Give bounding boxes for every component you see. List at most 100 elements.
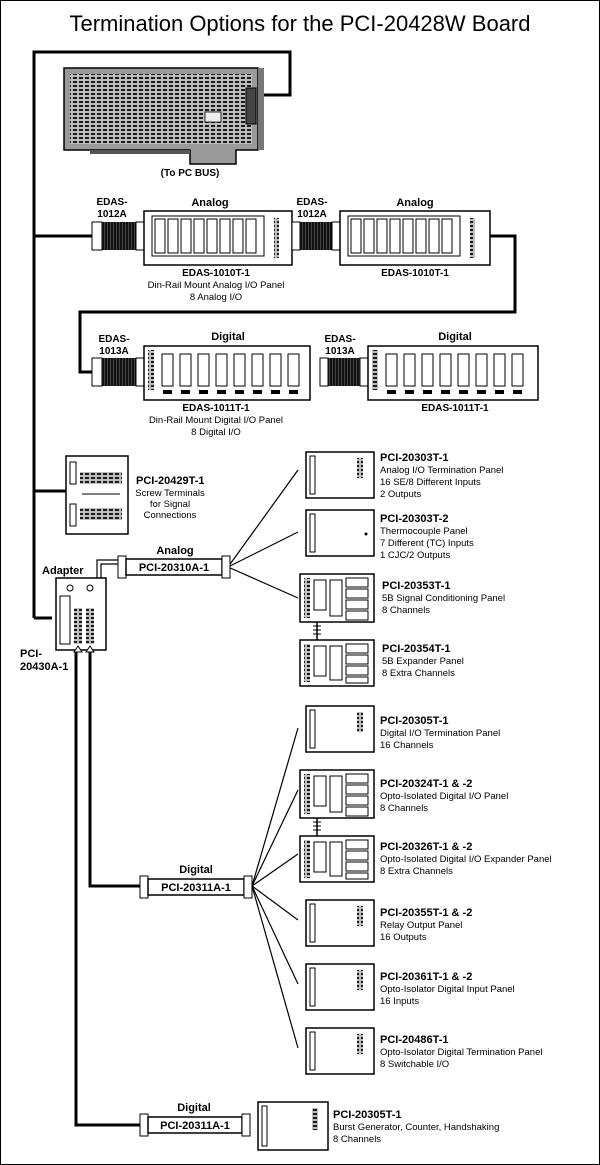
digital-panel-3-line-1: 16 Outputs xyxy=(380,932,427,943)
pci-20324t-panel xyxy=(299,769,375,819)
digital-panel-desc-1: Din-Rail Mount Digital I/O Panel xyxy=(149,415,283,426)
bottom-panel-line-1: 8 Channels xyxy=(333,1134,381,1145)
digital-panel-3-name: PCI-20355T-1 & -2 xyxy=(380,907,472,919)
bottom-panel-name: PCI-20305T-1 xyxy=(333,1109,401,1121)
pci-20353t-1-panel xyxy=(299,573,375,623)
analog-panel-2-line-0: 5B Signal Conditioning Panel xyxy=(382,593,505,604)
screw-terminal-name: PCI-20429T-1 xyxy=(136,475,204,487)
edas-1012a-label-2: 1012A xyxy=(97,209,126,220)
digital-panel-4-line-0: Opto-Isolator Digital Input Panel xyxy=(380,984,515,995)
digital-panel-1-line-0: Opto-Isolated Digital I/O Panel xyxy=(380,791,508,802)
main-wiring xyxy=(32,50,517,1127)
edas-1012a-adapter xyxy=(91,221,145,251)
pci-20430a-adapter xyxy=(55,577,107,653)
edas-1012a-2-label-1: EDAS- xyxy=(296,197,327,208)
edas-1011t-panel xyxy=(143,345,311,401)
digital-panel-2-name: PCI-20326T-1 & -2 xyxy=(380,841,472,853)
digital-panel-3-line-0: Relay Output Panel xyxy=(380,920,462,931)
digital-cable-1-header: Digital xyxy=(179,864,213,876)
digital-panel-header: Digital xyxy=(211,331,245,343)
digital-panel-2-header: Digital xyxy=(438,331,472,343)
analog-panel-2-line-1: 8 Channels xyxy=(382,605,430,616)
pci-20303t-2-panel xyxy=(305,509,375,557)
digital-fanout xyxy=(251,727,299,1049)
edas-1013a-2-label-2: 1013A xyxy=(325,346,354,357)
digital-din-row: EDAS- 1013A Digital EDAS-1011T-1 xyxy=(91,331,539,438)
pci-20305t-1-panel xyxy=(305,705,375,753)
adapter-name-1: PCI- xyxy=(20,648,42,660)
screw-terminal-desc-2: for Signal xyxy=(150,499,190,510)
digital-panel-5-line-0: Opto-Isolator Digital Termination Panel xyxy=(380,1047,542,1058)
pc-bus-label: (To PC BUS) xyxy=(161,168,220,179)
digital-panel-4-line-1: 16 Inputs xyxy=(380,996,419,1007)
pci-20361t-panel xyxy=(305,963,375,1011)
analog-panel-2-name: PCI-20353T-1 xyxy=(382,580,450,592)
pci-20326t-panel xyxy=(299,835,375,883)
analog-panel-0-line-1: 16 SE/8 Different Inputs xyxy=(380,477,481,488)
edas-1013a-adapter-2 xyxy=(319,357,369,387)
analog-cable-name: PCI-20310A-1 xyxy=(139,562,209,574)
edas-1010t-panel-2 xyxy=(339,210,491,266)
pci-20311a-cable-1 xyxy=(139,875,253,899)
pci-20486t-panel xyxy=(305,1027,375,1075)
pci-20305t-1-bottom-panel xyxy=(257,1101,329,1151)
digital-panel-0-line-0: Digital I/O Termination Panel xyxy=(380,728,500,739)
analog-panel-0-line-2: 2 Outputs xyxy=(380,489,421,500)
edas-1013a-adapter xyxy=(91,357,145,387)
edas-1010t-panel xyxy=(143,210,293,266)
analog-panel-1-line-1: 7 Different (TC) Inputs xyxy=(380,538,474,549)
expander-chain-link-digital xyxy=(313,818,321,836)
expander-chain-link-analog xyxy=(313,622,321,640)
pci-20311a-cable-2 xyxy=(139,1113,251,1137)
pci-20303t-1-panel xyxy=(305,451,375,499)
digital-panel-1-line-1: 8 Channels xyxy=(380,803,428,814)
analog-panel-0-name: PCI-20303T-1 xyxy=(380,452,448,464)
analog-panel-1-name: PCI-20303T-2 xyxy=(380,513,448,525)
digital-panel-0-line-1: 16 Channels xyxy=(380,740,434,751)
analog-panel-0-line-0: Analog I/O Termination Panel xyxy=(380,465,503,476)
edas-1012a-label-1: EDAS- xyxy=(96,197,127,208)
digital-panel-name: EDAS-1011T-1 xyxy=(182,403,250,414)
digital-panel-5-name: PCI-20486T-1 xyxy=(380,1034,448,1046)
analog-panel-desc-2: 8 Analog I/O xyxy=(190,292,242,303)
digital-cable-2-header: Digital xyxy=(177,1102,211,1114)
edas-1013a-2-label-1: EDAS- xyxy=(324,334,355,345)
digital-panel-1-name: PCI-20324T-1 & -2 xyxy=(380,778,472,790)
edas-1013a-label-1: EDAS- xyxy=(98,334,129,345)
analog-panel-1-line-0: Thermocouple Panel xyxy=(380,526,468,537)
analog-panel-name: EDAS-1010T-1 xyxy=(182,268,250,279)
pc-board-image xyxy=(63,67,264,165)
analog-panel-3-name: PCI-20354T-1 xyxy=(382,643,450,655)
edas-1012a-adapter-2 xyxy=(291,221,341,251)
digital-panel-desc-2: 8 Digital I/O xyxy=(191,427,241,438)
analog-panel-desc-1: Din-Rail Mount Analog I/O Panel xyxy=(148,280,285,291)
screw-terminal-desc-3: Connections xyxy=(144,510,197,521)
pci-20355t-panel xyxy=(305,899,375,947)
analog-din-row: EDAS- 1012A Analog EDAS-1010T-1 Din-Rail… xyxy=(91,197,491,303)
digital-panel-4-name: PCI-20361T-1 & -2 xyxy=(380,971,472,983)
digital-panel-2-line-1: 8 Extra Channels xyxy=(380,866,453,877)
analog-panel-3-line-1: 8 Extra Channels xyxy=(382,668,455,679)
pci-20354t-1-panel xyxy=(299,639,375,687)
bottom-panel-line-0: Burst Generator, Counter, Handshaking xyxy=(333,1122,499,1133)
screw-terminal-desc-1: Screw Terminals xyxy=(135,488,205,499)
edas-1013a-label-2: 1013A xyxy=(99,346,128,357)
screw-terminal-panel xyxy=(65,455,129,535)
analog-cable-header: Analog xyxy=(156,545,193,557)
edas-1011t-panel-2 xyxy=(367,345,539,401)
digital-cable-1-name: PCI-20311A-1 xyxy=(161,882,231,894)
analog-panel-1-line-2: 1 CJC/2 Outputs xyxy=(380,550,450,561)
analog-panel-2-header: Analog xyxy=(396,197,433,209)
digital-cable-2-name: PCI-20311A-1 xyxy=(160,1120,230,1132)
digital-panel-2-name: EDAS-1011T-1 xyxy=(421,403,489,414)
edas-1012a-2-label-2: 1012A xyxy=(297,209,326,220)
analog-panel-2-name: EDAS-1010T-1 xyxy=(381,268,449,279)
digital-panel-0-name: PCI-20305T-1 xyxy=(380,715,448,727)
analog-panel-3-line-0: 5B Expander Panel xyxy=(382,656,464,667)
adapter-label: Adapter xyxy=(42,565,84,577)
adapter-name-2: 20430A-1 xyxy=(20,661,68,673)
pci-20310a-cable xyxy=(117,555,231,579)
analog-panel-header: Analog xyxy=(191,197,228,209)
digital-panel-5-line-1: 8 Switchable I/O xyxy=(380,1059,449,1070)
